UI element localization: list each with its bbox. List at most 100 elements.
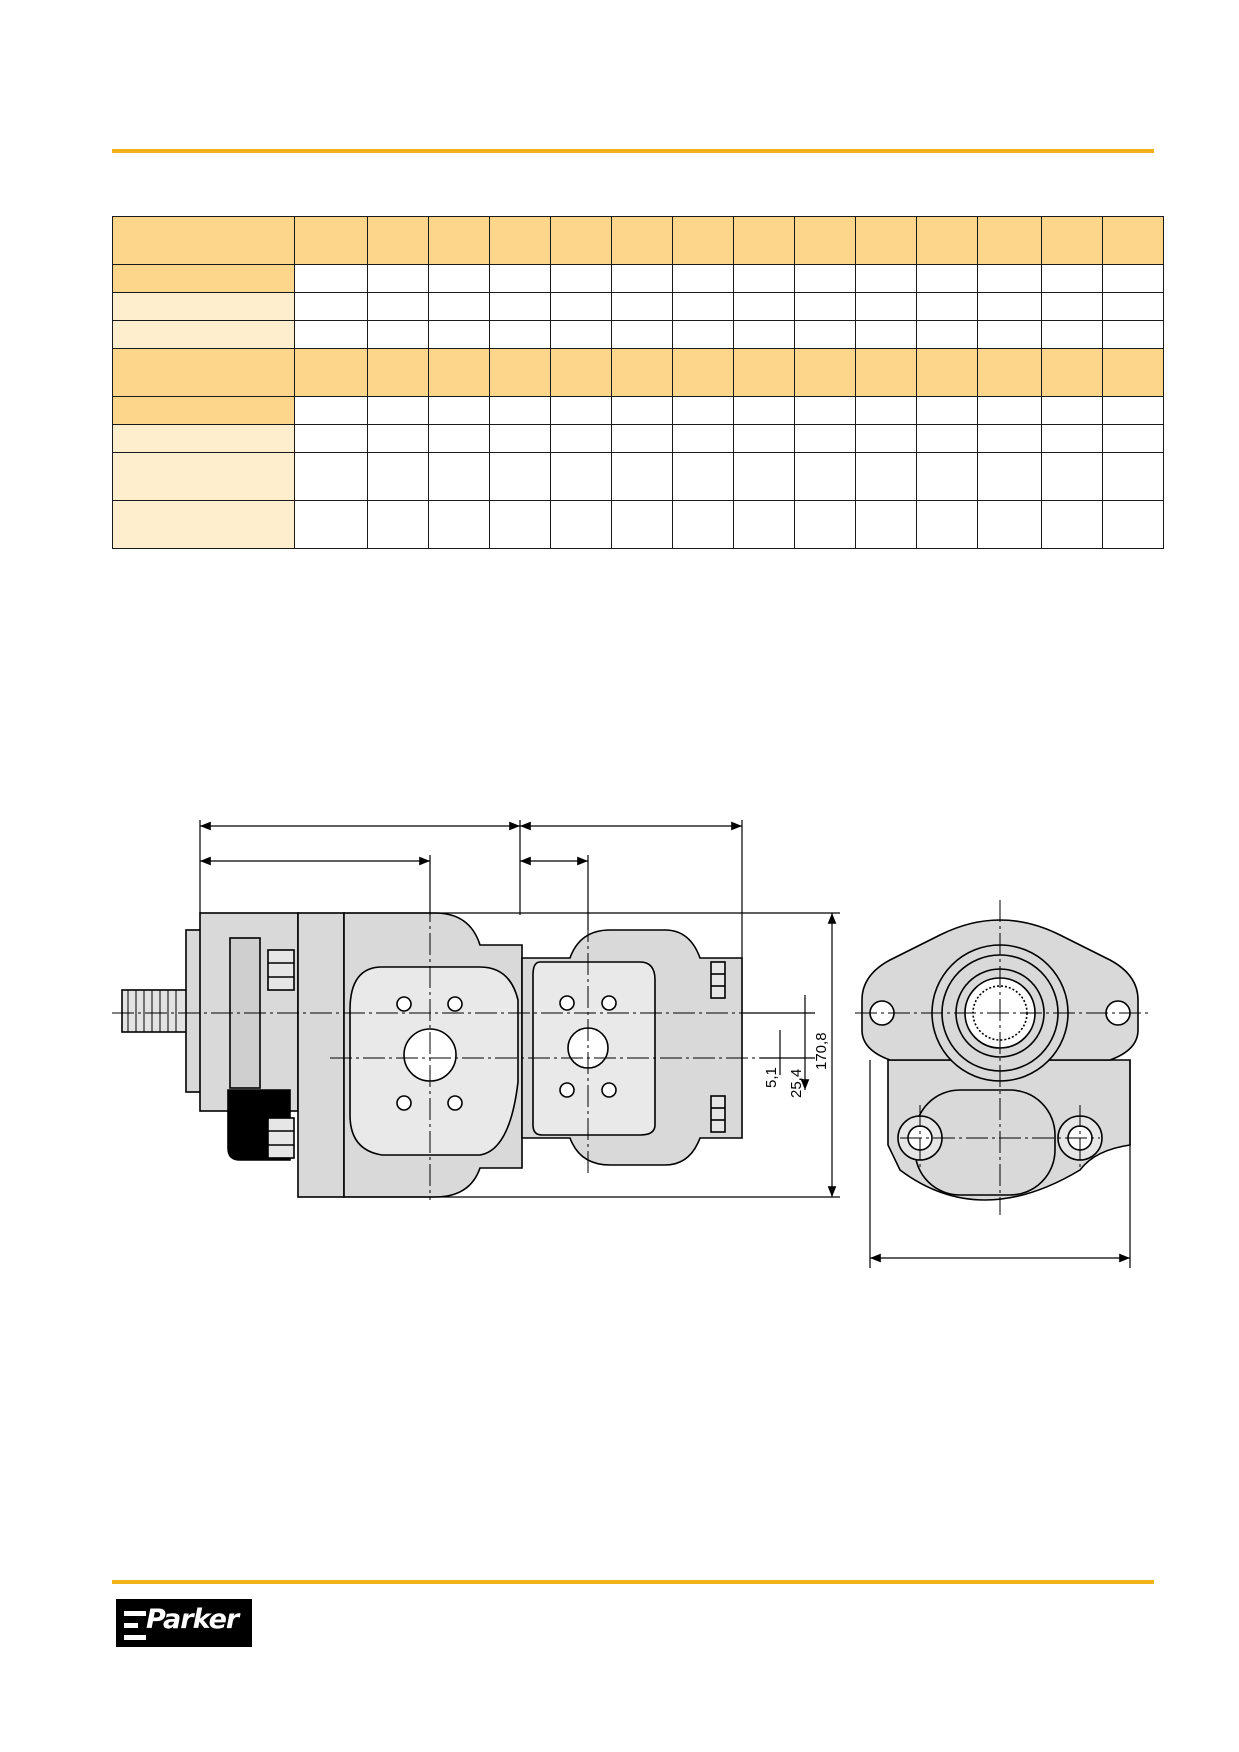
table-cell (1041, 292, 1103, 321)
parker-logo: Parker (116, 1599, 252, 1647)
table-cell (794, 396, 856, 425)
table-cell (294, 292, 368, 321)
table-cell (1041, 452, 1103, 501)
table-cell (367, 292, 429, 321)
table-cell (672, 348, 734, 397)
table-cell (794, 292, 856, 321)
table-cell (611, 320, 673, 349)
table-cell (855, 424, 917, 453)
table-cell (733, 320, 795, 349)
parker-logo-text: Parker (146, 1604, 239, 1635)
table-cell (611, 348, 673, 397)
bottom-accent-rule (112, 1580, 1154, 1584)
table-cell (855, 396, 917, 425)
table-cell (977, 216, 1042, 265)
table-header-row (112, 348, 1164, 397)
table-cell (550, 452, 612, 501)
table-cell (611, 500, 673, 549)
table-cell (428, 216, 490, 265)
table-cell (672, 292, 734, 321)
table-cell (611, 216, 673, 265)
table-cell (1102, 396, 1164, 425)
table-row (112, 292, 1164, 321)
table-cell (489, 348, 551, 397)
table-cell (672, 216, 734, 265)
table-cell (294, 320, 368, 349)
table-cell (550, 320, 612, 349)
table-row-label-cell (112, 500, 295, 549)
table-row-label-cell (112, 320, 295, 349)
table-cell (916, 348, 978, 397)
table-cell (1102, 348, 1164, 397)
rear-bolt-upper (710, 961, 726, 999)
table-cell (428, 264, 490, 293)
table-cell (611, 424, 673, 453)
table-cell (294, 264, 368, 293)
table-row (112, 396, 1164, 425)
table-row-label-cell (112, 396, 295, 425)
table-cell (1041, 320, 1103, 349)
table-cell (489, 216, 551, 265)
table-cell (1041, 264, 1103, 293)
table-cell (855, 452, 917, 501)
dim-offset-small: 5,1 (763, 1067, 780, 1088)
table-cell (672, 424, 734, 453)
table-cell (733, 396, 795, 425)
flange-bolt-upper (267, 949, 295, 991)
table-cell (428, 452, 490, 501)
table-cell (367, 216, 429, 265)
table-row-label-cell (112, 424, 295, 453)
end-view (861, 919, 1139, 1201)
end-view-centerlines (855, 900, 1150, 1215)
table-cell (294, 424, 368, 453)
table-cell (733, 348, 795, 397)
table-cell (367, 264, 429, 293)
table-cell (550, 424, 612, 453)
table-row (112, 264, 1164, 293)
table-cell (794, 452, 856, 501)
front-port-screws (396, 996, 463, 1111)
drive-shaft (121, 989, 189, 1033)
table-row (112, 452, 1164, 501)
table-cell (367, 320, 429, 349)
table-cell (428, 396, 490, 425)
flange-bolt-lower (267, 1117, 295, 1159)
table-cell (794, 348, 856, 397)
table-cell (294, 452, 368, 501)
table-row (112, 500, 1164, 549)
dim-offset-large: 25,4 (788, 1069, 805, 1098)
table-cell (1041, 500, 1103, 549)
table-cell (916, 320, 978, 349)
table-cell (489, 500, 551, 549)
table-cell (855, 348, 917, 397)
table-cell (367, 452, 429, 501)
table-cell (977, 452, 1042, 501)
table-cell (672, 452, 734, 501)
table-row-label-cell (112, 292, 295, 321)
table-cell (489, 396, 551, 425)
table-cell (916, 424, 978, 453)
table-cell (977, 424, 1042, 453)
table-row (112, 320, 1164, 349)
table-cell (1102, 424, 1164, 453)
table-cell (1041, 424, 1103, 453)
table-cell (550, 500, 612, 549)
table-cell (489, 424, 551, 453)
table-cell (1041, 216, 1103, 265)
table-cell (855, 320, 917, 349)
table-cell (1102, 452, 1164, 501)
table-cell (733, 216, 795, 265)
table-cell (672, 396, 734, 425)
side-view-dimension-labels: 5,1 25,4 170,8 (763, 1032, 830, 1098)
table-cell (916, 396, 978, 425)
table-cell (977, 320, 1042, 349)
table-cell (733, 264, 795, 293)
table-cell (489, 320, 551, 349)
side-view (121, 912, 743, 1198)
side-view-dimensions (199, 820, 840, 1198)
table-cell (428, 424, 490, 453)
table-cell (550, 264, 612, 293)
table-cell (550, 348, 612, 397)
table-row-label-cell (112, 216, 295, 265)
